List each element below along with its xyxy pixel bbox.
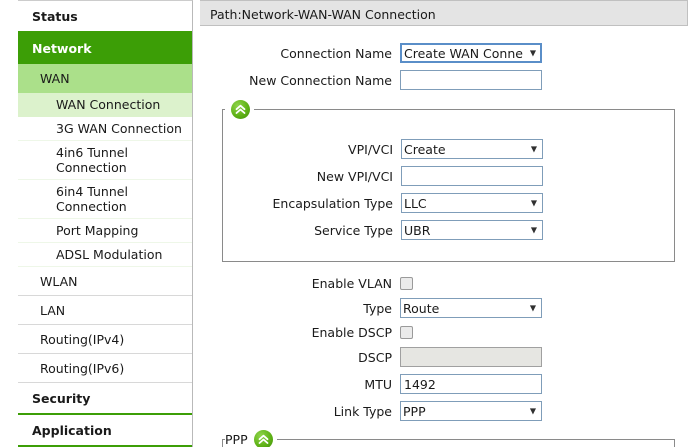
dscp-label: DSCP (358, 349, 392, 365)
new-connection-name-row: New Connection Name (200, 70, 688, 90)
dscp-input (400, 347, 542, 367)
sidebar-item-label: ADSL Modulation (56, 247, 163, 262)
type-select[interactable]: Route (400, 298, 542, 318)
vpi-vci-control: Create (401, 139, 543, 159)
vpi-vci-panel: VPI/VCI Create New VPI/VCI (222, 100, 675, 262)
encapsulation-type-select[interactable]: LLC (401, 193, 543, 213)
new-vpi-vci-label: New VPI/VCI (316, 168, 393, 184)
sidebar-item-application[interactable]: Application (18, 415, 192, 447)
ppp-panel-legend: PPP (225, 430, 277, 447)
sidebar-item-label: Port Mapping (56, 223, 139, 238)
wan-connection-form: Connection Name Create WAN Conne New Con… (200, 26, 688, 447)
service-type-row: Service Type UBR (223, 220, 674, 240)
collapse-chevron-up-icon[interactable] (231, 100, 250, 119)
link-type-row: Link Type PPP (200, 401, 688, 421)
connection-name-label: Connection Name (280, 45, 392, 61)
encapsulation-type-control: LLC (401, 193, 543, 213)
collapse-chevron-up-icon[interactable] (253, 430, 273, 447)
link-type-select-wrapper: PPP (400, 401, 542, 421)
link-type-label: Link Type (333, 403, 392, 419)
vpi-vci-row: VPI/VCI Create (223, 139, 674, 159)
dscp-control (400, 347, 542, 367)
ppp-panel: PPP (222, 430, 675, 447)
new-vpi-vci-row: New VPI/VCI (223, 166, 674, 186)
dscp-row: DSCP (200, 347, 688, 367)
sidebar-item-label: LAN (40, 303, 66, 318)
breadcrumb: Path:Network-WAN-WAN Connection (200, 0, 688, 26)
sidebar-item-label: Routing(IPv4) (40, 332, 125, 347)
sidebar-item-label: Routing(IPv6) (40, 361, 125, 376)
vpi-vci-select-wrapper: Create (401, 139, 543, 159)
enable-dscp-control (400, 326, 413, 339)
sidebar-item-status[interactable]: Status (18, 1, 192, 33)
main-content: Path:Network-WAN-WAN Connection Connecti… (200, 0, 688, 447)
sidebar-item-label: Application (32, 423, 112, 438)
enable-vlan-checkbox[interactable] (400, 277, 413, 290)
type-select-wrapper: Route (400, 298, 542, 318)
mtu-input[interactable] (400, 374, 542, 394)
new-connection-name-control (400, 70, 542, 90)
sidebar-item-adsl-modulation[interactable]: ADSL Modulation (18, 243, 192, 267)
type-row: Type Route (200, 298, 688, 318)
sidebar-item-label: WLAN (40, 274, 78, 289)
link-type-select[interactable]: PPP (400, 401, 542, 421)
new-connection-name-input[interactable] (400, 70, 542, 90)
sidebar-item-label: WAN (40, 71, 70, 86)
sidebar-item-wan-connection[interactable]: WAN Connection (18, 93, 192, 117)
encapsulation-type-select-wrapper: LLC (401, 193, 543, 213)
connection-name-select-wrapper: Create WAN Conne (400, 43, 542, 63)
sidebar-item-routing-ipv6[interactable]: Routing(IPv6) (18, 354, 192, 383)
connection-name-select[interactable]: Create WAN Conne (400, 43, 542, 63)
type-label: Type (363, 300, 392, 316)
section-gap (200, 262, 688, 276)
sidebar-item-wan[interactable]: WAN (18, 64, 192, 93)
enable-dscp-label: Enable DSCP (311, 325, 392, 340)
sidebar-item-security[interactable]: Security (18, 383, 192, 415)
breadcrumb-label: Path:Network-WAN-WAN Connection (210, 7, 436, 22)
enable-vlan-control (400, 277, 413, 290)
type-control: Route (400, 298, 542, 318)
sidebar-item-lan[interactable]: LAN (18, 296, 192, 325)
service-type-control: UBR (401, 220, 543, 240)
sidebar-item-label: 3G WAN Connection (56, 121, 182, 136)
sidebar-item-label: 4in6 Tunnel Connection (56, 145, 128, 175)
service-type-select[interactable]: UBR (401, 220, 543, 240)
new-connection-name-label: New Connection Name (249, 72, 392, 88)
enable-vlan-row: Enable VLAN (200, 276, 688, 291)
mtu-label: MTU (364, 376, 392, 392)
service-type-label: Service Type (314, 222, 393, 238)
enable-dscp-row: Enable DSCP (200, 325, 688, 340)
sidebar-item-label: WAN Connection (56, 97, 161, 112)
sidebar-navigation: Status Network WAN WAN Connection 3G WAN… (18, 0, 193, 447)
sidebar-item-network[interactable]: Network (18, 33, 192, 64)
new-vpi-vci-input[interactable] (401, 166, 543, 186)
connection-name-row: Connection Name Create WAN Conne (200, 43, 688, 63)
sidebar-item-label: Network (32, 41, 92, 56)
encapsulation-type-label: Encapsulation Type (272, 195, 393, 211)
service-type-select-wrapper: UBR (401, 220, 543, 240)
enable-dscp-checkbox[interactable] (400, 326, 413, 339)
sidebar-item-6in4-tunnel-connection[interactable]: 6in4 Tunnel Connection (18, 180, 192, 219)
new-vpi-vci-control (401, 166, 543, 186)
link-type-control: PPP (400, 401, 542, 421)
connection-name-control: Create WAN Conne (400, 43, 542, 63)
mtu-row: MTU (200, 374, 688, 394)
vpi-vci-select[interactable]: Create (401, 139, 543, 159)
enable-vlan-label: Enable VLAN (311, 276, 392, 291)
sidebar-item-4in6-tunnel-connection[interactable]: 4in6 Tunnel Connection (18, 141, 192, 180)
mtu-control (400, 374, 542, 394)
encapsulation-type-row: Encapsulation Type LLC (223, 193, 674, 213)
panel-legend-text: PPP (225, 432, 248, 447)
sidebar-item-label: 6in4 Tunnel Connection (56, 184, 128, 214)
sidebar-item-wlan[interactable]: WLAN (18, 267, 192, 296)
sidebar-item-label: Status (32, 9, 78, 24)
vpi-vci-panel-legend (225, 100, 254, 119)
vpi-vci-label: VPI/VCI (348, 141, 393, 157)
panel-spacer (223, 129, 674, 139)
sidebar-item-routing-ipv4[interactable]: Routing(IPv4) (18, 325, 192, 354)
sidebar-item-port-mapping[interactable]: Port Mapping (18, 219, 192, 243)
sidebar-item-label: Security (32, 391, 91, 406)
sidebar-item-3g-wan-connection[interactable]: 3G WAN Connection (18, 117, 192, 141)
